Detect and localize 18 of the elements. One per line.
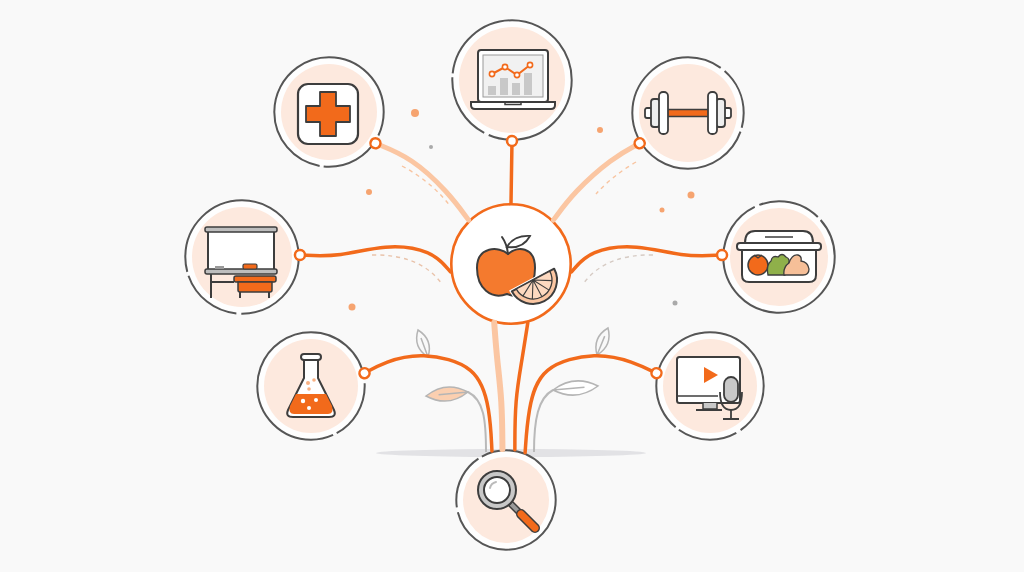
connector-line (550, 136, 646, 223)
connector-line (505, 134, 519, 205)
connector-line (513, 320, 530, 452)
icon-circle (455, 449, 557, 551)
icon-circle (722, 200, 836, 314)
connector-line (369, 137, 472, 223)
icon-circle (256, 331, 366, 441)
center-circle (450, 203, 572, 325)
connector-line (293, 245, 453, 274)
icon-circle (655, 331, 765, 441)
icon-circle (184, 199, 300, 315)
connector-line (569, 245, 729, 274)
connector-line (523, 354, 663, 455)
icon-circle (273, 56, 385, 168)
connector-line (358, 354, 494, 453)
icon-circle (451, 19, 573, 141)
connector-line (491, 319, 506, 453)
icon-circle (631, 56, 745, 170)
